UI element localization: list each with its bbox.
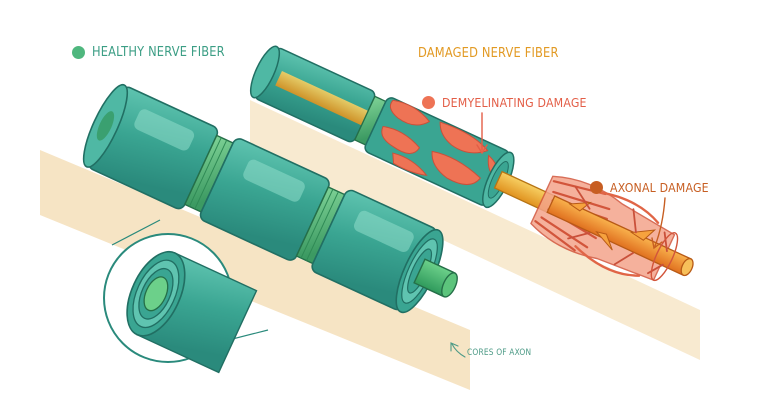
healthy-label-text: HEALTHY NERVE FIBER [92,45,225,60]
demyelinating-damage-label: DEMYELINATING DAMAGE [422,95,606,110]
axonal-label-text: AXONAL DAMAGE [610,180,709,195]
cross-section-inset [103,219,269,374]
healthy-nerve-fiber-label: HEALTHY NERVE FIBER [72,45,243,60]
axonal-damage-label: AXONAL DAMAGE [590,180,722,195]
cores-label-text: CORES OF AXON [467,348,532,358]
drop-shadow [40,100,700,390]
green-dot-icon [72,46,85,59]
damaged-nerve-fiber [249,45,694,282]
damaged-label-text: DAMAGED NERVE FIBER [418,46,559,61]
orange-dot-icon [590,181,603,194]
damaged-nerve-fiber-label: DAMAGED NERVE FIBER [418,46,578,61]
demyelinating-label-text: DEMYELINATING DAMAGE [442,95,587,110]
red-dot-icon [422,96,435,109]
cores-of-axon-label: CORES OF AXON [467,348,540,358]
annotation-arrows [450,112,666,358]
healthy-nerve-fiber [82,83,458,314]
axonal-damage-segment [530,175,694,282]
